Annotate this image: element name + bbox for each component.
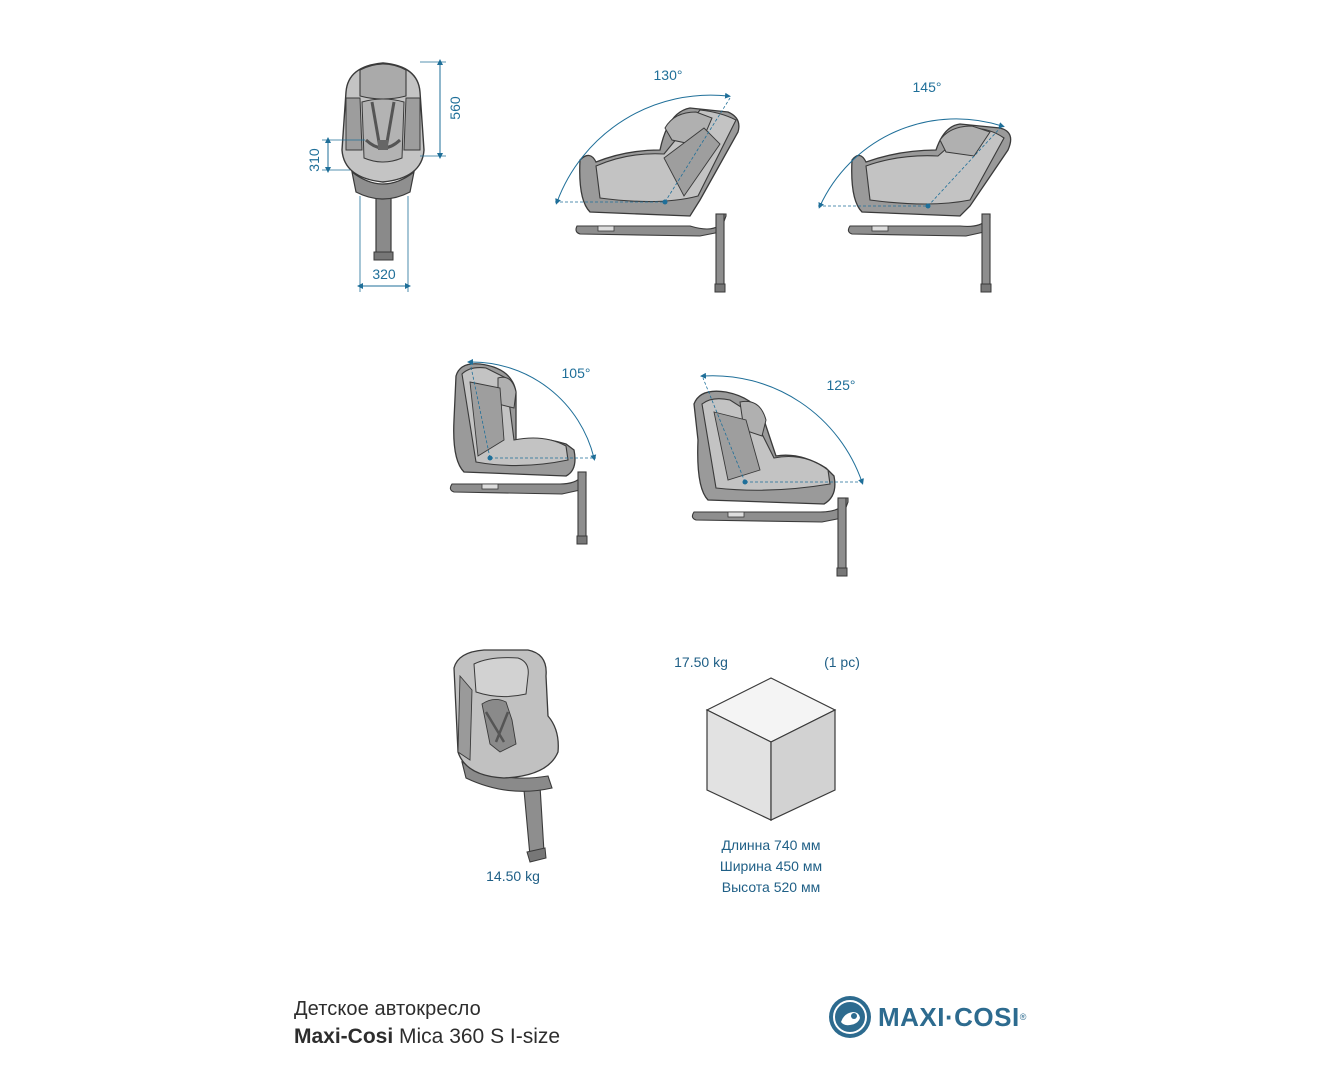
seat-weight-label: 14.50 kg: [486, 868, 540, 884]
recline-125-seat: [691, 390, 849, 577]
caption-brand: Maxi-Cosi: [294, 1025, 394, 1048]
package-pieces-label: (1 pc): [824, 654, 860, 670]
recline-145-seat: [847, 123, 1012, 293]
caption-model: Mica 360 S I-size: [393, 1025, 561, 1048]
recline-130-seat: [575, 107, 740, 293]
height-label: 560: [447, 96, 463, 120]
recline-130-arc: [555, 92, 731, 205]
product-caption: Детское автокресло Maxi-Cosi Mica 360 S …: [294, 996, 560, 1050]
recline-145-angle: 145°: [913, 79, 942, 95]
recline-105-seat: [449, 363, 588, 545]
recline-145-arc: [818, 118, 1005, 209]
seat-height-label: 310: [306, 148, 322, 172]
caption-line2: Maxi-Cosi Mica 360 S I-size: [294, 1023, 560, 1050]
logo-baby-icon: [829, 996, 871, 1038]
recline-125-angle: 125°: [827, 377, 856, 393]
caption-line1: Детское автокресло: [294, 998, 481, 1020]
front-view-dimensions: [322, 59, 446, 292]
logo-registered: ®: [1019, 1012, 1027, 1022]
width-label: 320: [372, 266, 396, 282]
package-height: Высота 520 мм: [722, 879, 820, 895]
package-weight-label: 17.50 kg: [674, 654, 728, 670]
package-box: [705, 677, 837, 821]
recline-105-arc: [467, 358, 597, 461]
package-width: Ширина 450 мм: [720, 858, 822, 874]
recline-130-angle: 130°: [654, 67, 683, 83]
logo-text: MAXI·COSI: [878, 1001, 1020, 1032]
maxi-cosi-logo: MAXI·COSI ®: [828, 995, 1026, 1039]
recline-125-arc: [700, 372, 864, 485]
front-view-seat: [341, 62, 425, 261]
package-length: Длинна 740 мм: [721, 837, 820, 853]
perspective-seat: [453, 649, 559, 863]
recline-105-angle: 105°: [562, 365, 591, 381]
